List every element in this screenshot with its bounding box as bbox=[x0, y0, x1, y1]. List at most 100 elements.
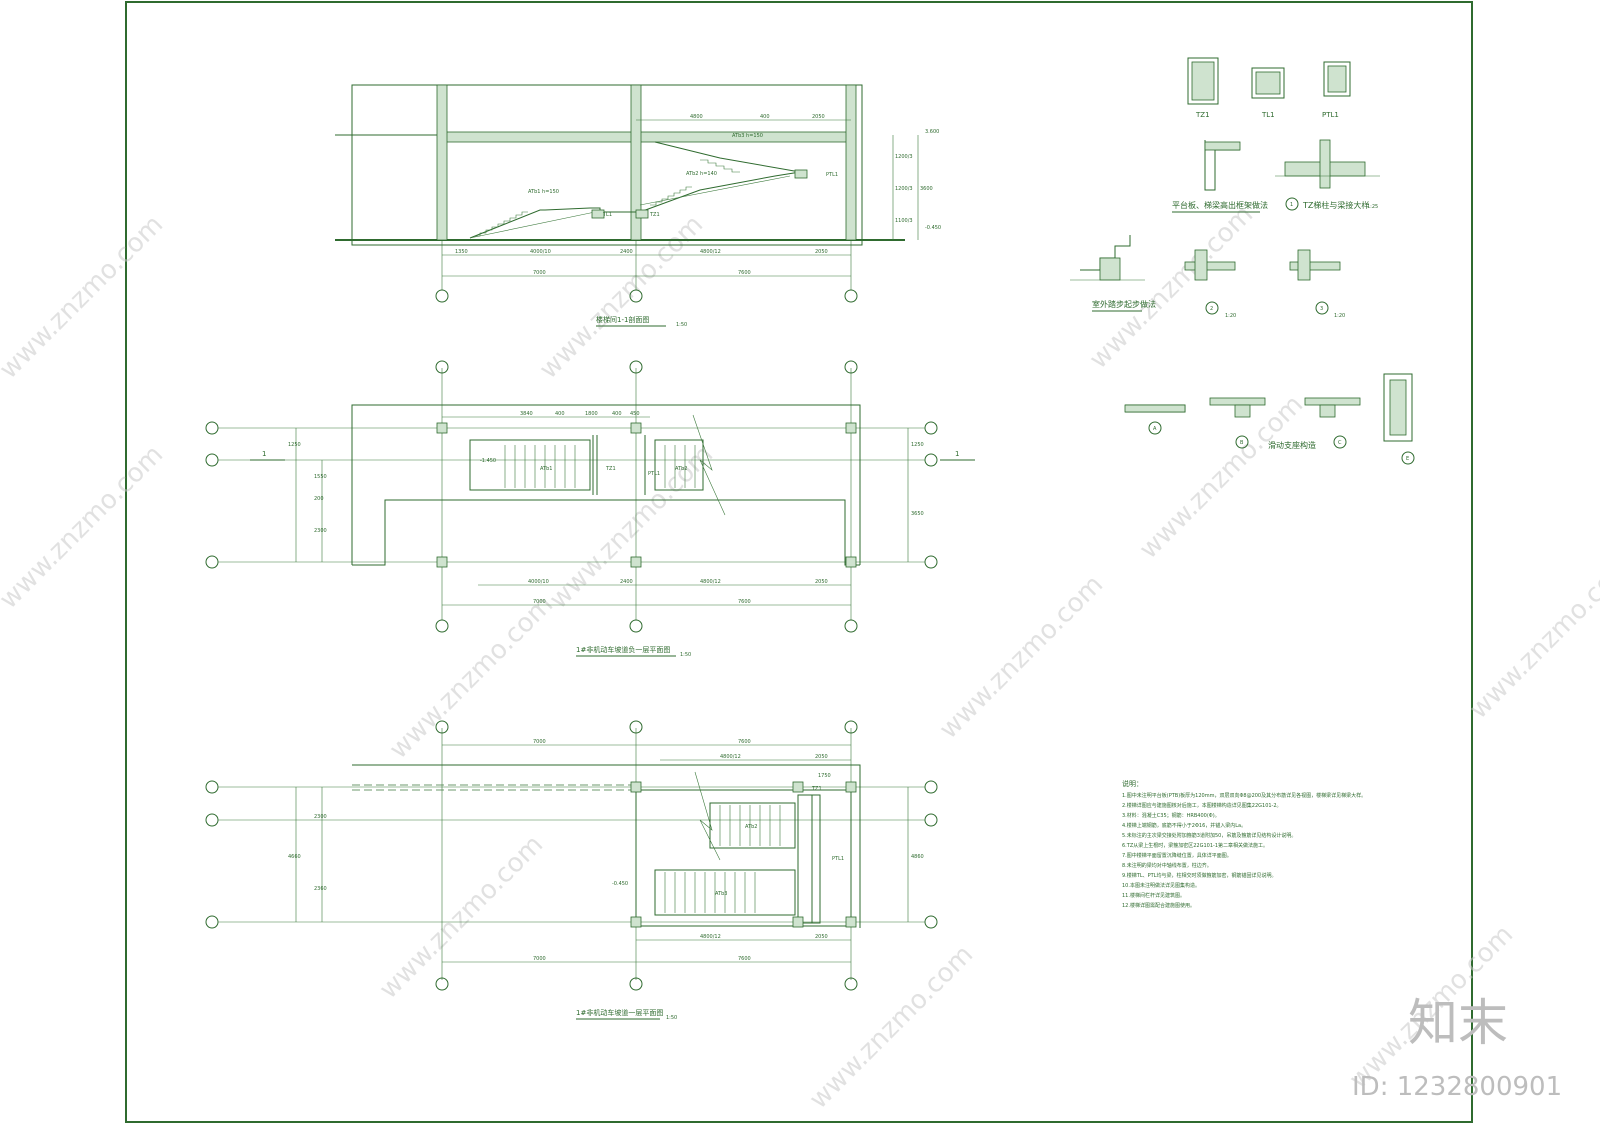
sheet-border bbox=[125, 1, 1473, 1123]
section-dim-right: 3600 bbox=[920, 186, 933, 192]
section-dim-top: 400 bbox=[760, 114, 770, 120]
note-line: 7.图中楼梯平面留置沉降缝位置，具体详平面图。 bbox=[1122, 852, 1232, 859]
basement-dim-top: 3840 bbox=[520, 411, 533, 417]
section-elevation: -0.450 bbox=[925, 225, 941, 231]
basement-dim-total: 7600 bbox=[738, 599, 751, 605]
section-dim-right: 1200/3 bbox=[895, 154, 913, 160]
basement-dim-top: 450 bbox=[630, 411, 640, 417]
ground-dim-top: 7000 bbox=[533, 739, 546, 745]
ground-dim-right: 4860 bbox=[911, 854, 924, 860]
detail-section-label: TL1 bbox=[1261, 111, 1275, 119]
detail-circle-mark bbox=[1205, 301, 1219, 315]
basement-dim-top: 400 bbox=[555, 411, 565, 417]
notes-heading: 说明： bbox=[1122, 779, 1143, 788]
detail-section-label: PTL1 bbox=[1322, 111, 1339, 119]
basement-dim-total: 7000 bbox=[533, 599, 546, 605]
ground-dim-bottom: 2050 bbox=[815, 934, 828, 940]
ground-dim-left: 2300 bbox=[314, 814, 327, 820]
section-mark: 1 bbox=[262, 450, 266, 458]
section-flight-label: ATb3 h=150 bbox=[732, 133, 763, 139]
detail-circle-mark bbox=[1148, 421, 1162, 435]
ground-dim-bottom: 7000 bbox=[533, 956, 546, 962]
section-scale: 1:50 bbox=[676, 322, 687, 328]
watermark-text: www.znzmo.com bbox=[1084, 200, 1259, 375]
basement-label: ATb2 bbox=[675, 466, 687, 472]
section-dim-right: 1200/3 bbox=[895, 186, 913, 192]
watermark-text: www.znzmo.com bbox=[544, 440, 719, 615]
section-flight-label: ATb1 h=150 bbox=[528, 189, 559, 195]
detail-scale: 1:20 bbox=[1225, 313, 1236, 319]
ground-label: PTL1 bbox=[832, 856, 844, 862]
ground-dim-top: 2050 bbox=[815, 754, 828, 760]
ground-dim-bottom: 7600 bbox=[738, 956, 751, 962]
note-line: 11.楼梯间栏杆详见建筑图。 bbox=[1122, 892, 1185, 899]
section-mark: 1 bbox=[955, 450, 959, 458]
basement-dim-right: 3650 bbox=[911, 511, 924, 517]
image-id-label: ID: 1232800901 bbox=[1352, 1072, 1562, 1102]
watermark-text: www.znzmo.com bbox=[804, 940, 979, 1115]
note-line: 10.本图未注明做法详见图集构造。 bbox=[1122, 882, 1200, 889]
ground-plan: 7000 7600 4800/12 2050 1750 4800/12 2050… bbox=[205, 720, 938, 1021]
note-line: 5.未标注的主次梁交接处附加箍筋3道附加50，吊筋及箍筋详见结构设计说明。 bbox=[1122, 832, 1296, 839]
detail-circle-mark bbox=[1285, 197, 1299, 211]
basement-dim-bottom: 4000/10 bbox=[528, 579, 549, 585]
note-line: 6.TZ从梁上生根时，梁箍加密区22G101-1第二章相关做法施工。 bbox=[1122, 842, 1268, 849]
detail-circle-label: 2 bbox=[1210, 306, 1213, 312]
section-dim-total: 7600 bbox=[738, 270, 751, 276]
detail-drawings: TZ1 TL1 PTL1 平台板、梯梁高出框架做法 1 TZ梯柱与梁接大样 1:… bbox=[1070, 57, 1415, 465]
basement-label: -1.450 bbox=[480, 458, 496, 464]
ground-dim-left: 4660 bbox=[288, 854, 301, 860]
section-dim-bottom: 4800/12 bbox=[700, 249, 721, 255]
basement-label: PTL1 bbox=[648, 471, 660, 477]
detail-section-label: TZ1 bbox=[1195, 111, 1210, 119]
watermark-text: www.znzmo.com bbox=[0, 440, 169, 615]
detail-title: 平台板、梯梁高出框架做法 bbox=[1172, 200, 1268, 210]
section-elevation: 3.600 bbox=[925, 129, 939, 135]
section-dim-bottom: 2400 bbox=[620, 249, 633, 255]
section-dim-bottom: 4000/10 bbox=[530, 249, 551, 255]
detail-circle-label: 1 bbox=[1290, 202, 1293, 208]
note-line: 1.图中未注明平台板(PTB)板厚为120mm，双层双向Φ8@200及其分布筋详… bbox=[1122, 792, 1366, 799]
section-dim-bottom: 1350 bbox=[455, 249, 468, 255]
section-dim-bottom: 2050 bbox=[815, 249, 828, 255]
section-title: 楼梯间1-1剖面图 bbox=[596, 315, 649, 324]
detail-circle-label: E bbox=[1406, 456, 1409, 462]
note-line: 12.楼梯详图需配合建施图使用。 bbox=[1122, 902, 1195, 909]
detail-circle-mark bbox=[1235, 435, 1249, 449]
detail-circle-mark bbox=[1401, 451, 1415, 465]
detail-circle-mark bbox=[1333, 435, 1347, 449]
basement-dim-left: 1250 bbox=[288, 442, 301, 448]
detail-scale: 1:25 bbox=[1367, 204, 1378, 210]
watermark-text: www.znzmo.com bbox=[0, 210, 169, 385]
basement-dim-bottom: 4800/12 bbox=[700, 579, 721, 585]
detail-title: TZ梯柱与梁接大样 bbox=[1302, 200, 1369, 210]
ground-dim-top: 4800/12 bbox=[720, 754, 741, 760]
section-dim-top: 4800 bbox=[690, 114, 703, 120]
note-line: 2.楼梯详图应与建施图核对后施工，本图楼梯构造详见图集22G101-2。 bbox=[1122, 802, 1282, 809]
general-notes: 说明： 1.图中未注明平台板(PTB)板厚为120mm，双层双向Φ8@200及其… bbox=[1122, 779, 1366, 909]
watermark-text: www.znzmo.com bbox=[1464, 550, 1600, 725]
detail-title: 室外踏步起步做法 bbox=[1092, 299, 1156, 309]
detail-circle-label: B bbox=[1240, 440, 1244, 446]
note-line: 8.未注明的梁均对中轴线布置，柱边齐。 bbox=[1122, 862, 1212, 869]
ground-label: ATb3 bbox=[715, 891, 727, 897]
ground-dim-top: 7600 bbox=[738, 739, 751, 745]
basement-label: TZ1 bbox=[605, 466, 616, 472]
basement-label: ATb1 bbox=[540, 466, 552, 472]
basement-dim-left: 200 bbox=[314, 496, 324, 502]
ground-label: TZ1 bbox=[811, 786, 822, 792]
ground-dim-top: 1750 bbox=[818, 773, 831, 779]
basement-dim-bottom: 2050 bbox=[815, 579, 828, 585]
detail-circle-mark bbox=[1315, 301, 1329, 315]
ground-scale: 1:50 bbox=[666, 1015, 677, 1021]
section-beam-label: TL1 bbox=[602, 212, 612, 218]
basement-title: 1#非机动车坡道负一层平面图 bbox=[576, 645, 670, 654]
basement-dim-top: 400 bbox=[612, 411, 622, 417]
basement-dim-top: 1800 bbox=[585, 411, 598, 417]
ground-dim-bottom: 4800/12 bbox=[700, 934, 721, 940]
section-dim-right: 1100/3 bbox=[895, 218, 913, 224]
detail-circle-label: 3 bbox=[1320, 306, 1323, 312]
ground-title: 1#非机动车坡道一层平面图 bbox=[576, 1008, 663, 1017]
section-dim-total: 7000 bbox=[533, 270, 546, 276]
watermark-text: www.znzmo.com bbox=[1134, 390, 1309, 565]
